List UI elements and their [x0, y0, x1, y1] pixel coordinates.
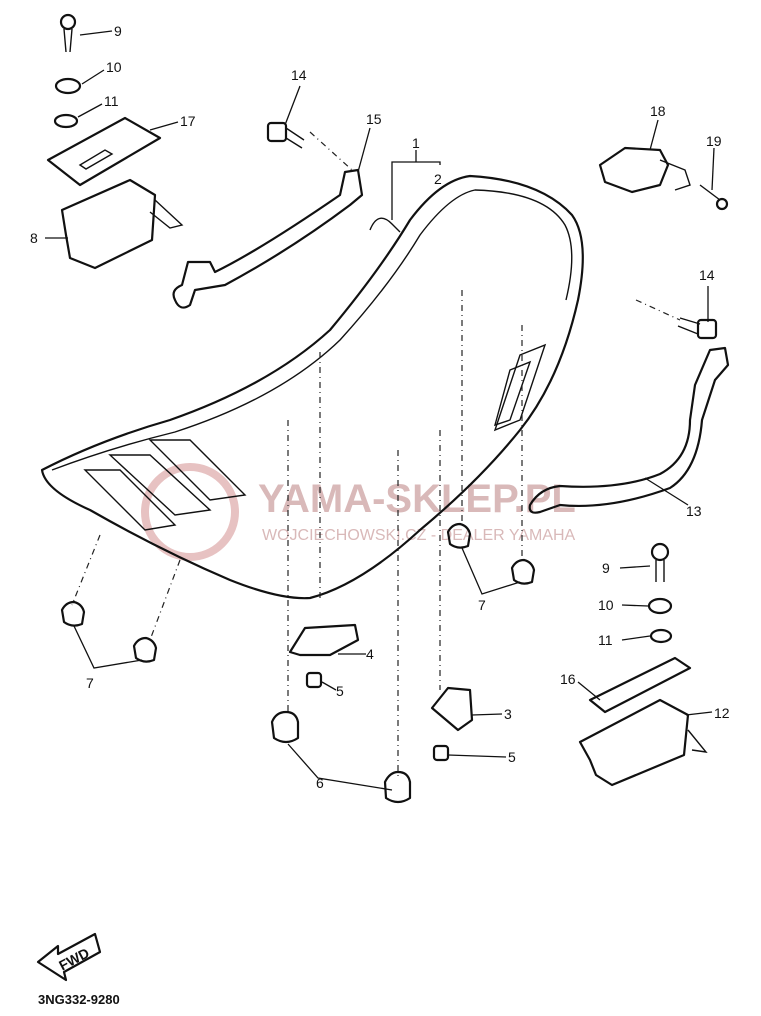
label-13: 13	[686, 503, 702, 519]
watermark-line2: WOJCIECHOWSKI.CZ - DEALER YAMAHA	[262, 527, 576, 544]
label-11-top: 11	[104, 93, 119, 109]
part-numbers: 9 10 11 17 8 14 15 1 2 18 19 14 13 9 10 …	[30, 23, 730, 791]
part-17-plate	[46, 116, 162, 187]
label-12: 12	[714, 705, 730, 721]
label-17: 17	[180, 113, 196, 129]
part-4-bracket	[288, 623, 360, 657]
assembly-lines	[71, 131, 681, 780]
part-12-box	[578, 698, 708, 787]
part-5-nut-upper	[305, 671, 323, 689]
label-9-bottom: 9	[602, 560, 610, 576]
part-9-screw-top	[59, 13, 77, 53]
label-5-lower: 5	[508, 749, 516, 765]
part-3-bracket	[430, 686, 474, 732]
part-7-damper-4	[510, 558, 536, 585]
part-7-damper-2	[132, 636, 158, 663]
label-15: 15	[366, 111, 382, 127]
seat	[40, 174, 584, 600]
part-15-bracket	[172, 168, 364, 309]
watermark-line1: YAMA-SKLEP.PL	[258, 477, 576, 521]
part-7-damper-3	[446, 522, 472, 549]
fwd-arrow-icon: FWD	[36, 932, 102, 982]
label-19: 19	[706, 133, 722, 149]
label-7-right: 7	[478, 597, 486, 613]
part-13-bracket	[528, 346, 730, 514]
part-5-nut-lower	[432, 744, 450, 762]
part-14-bolt-left	[266, 121, 305, 149]
leader-lines	[45, 30, 715, 791]
part-14-bolt-right	[677, 317, 718, 340]
part-10-washer-top	[54, 77, 82, 95]
label-7-left: 7	[86, 675, 94, 691]
label-14-right: 14	[699, 267, 715, 283]
label-10-top: 10	[106, 59, 122, 75]
label-18: 18	[650, 103, 666, 119]
part-9-screw-bottom	[650, 542, 670, 582]
label-8: 8	[30, 230, 38, 246]
diagram-part-code: 3NG332-9280	[38, 992, 120, 1007]
part-7-damper-1	[60, 600, 86, 627]
label-5-upper: 5	[336, 683, 344, 699]
part-11-washer-top	[53, 113, 79, 129]
fwd-label: FWD	[56, 944, 92, 973]
part-18-clip	[598, 146, 691, 194]
label-16: 16	[560, 671, 576, 687]
part-11-washer-bottom	[649, 628, 673, 644]
label-14-left: 14	[291, 67, 307, 83]
label-6: 6	[316, 775, 324, 791]
label-1: 1	[412, 135, 420, 151]
part-6-damper-left	[270, 710, 300, 744]
label-11-bottom: 11	[598, 632, 613, 648]
part-19-screw	[699, 184, 729, 211]
part-16-plate	[588, 656, 692, 714]
label-2: 2	[434, 171, 442, 187]
part-10-washer-bottom	[647, 597, 673, 615]
part-6-damper-right	[383, 770, 412, 804]
label-4: 4	[366, 646, 374, 662]
label-10-bottom: 10	[598, 597, 614, 613]
watermark: YAMA-SKLEP.PL WOJCIECHOWSKI.CZ - DEALER …	[141, 463, 576, 561]
label-3: 3	[504, 706, 512, 722]
watermark-logo	[141, 463, 239, 561]
label-9-top: 9	[114, 23, 122, 39]
part-8-box	[60, 178, 184, 270]
